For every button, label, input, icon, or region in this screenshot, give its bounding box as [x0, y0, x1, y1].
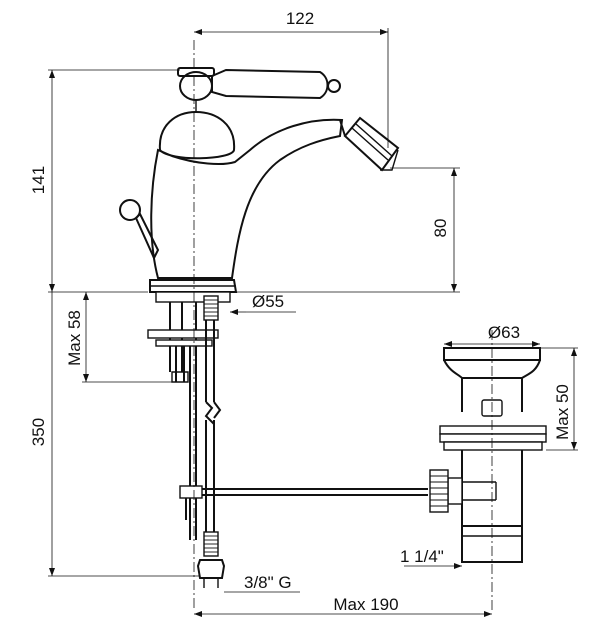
dim-waste-thread: 1 1/4" [400, 547, 444, 566]
hose-thread-top [203, 295, 219, 321]
dim-flexible-length: 350 [29, 418, 48, 446]
dim-max-reach: Max 190 [333, 595, 398, 614]
dim-base-diameter: Ø55 [252, 292, 284, 311]
dim-spout-height: 80 [431, 219, 450, 238]
dim-max-thickness: Max 58 [65, 310, 84, 366]
dim-inlet-thread: 3/8" G [244, 573, 292, 592]
fixing-assembly [147, 291, 231, 588]
popup-knob [119, 199, 160, 261]
dimension-lines [48, 28, 578, 617]
dim-height-total: 141 [29, 166, 48, 194]
center-lines [193, 40, 493, 610]
spout-aerator [339, 116, 400, 172]
popup-waste [429, 347, 547, 563]
inlet-nut [196, 559, 226, 579]
flexible-hose-right [204, 310, 222, 532]
dimension-labels: 122 141 80 Ø55 Max 58 350 Ø63 Max 50 1 1… [29, 9, 572, 614]
hose-thread-bottom [203, 531, 219, 557]
dim-waste-max-height: Max 50 [553, 384, 572, 440]
popup-rod [179, 485, 428, 520]
flexible-hose-left [189, 346, 197, 540]
dim-waste-diameter: Ø63 [488, 323, 520, 342]
mixer-body [149, 110, 400, 293]
lever-handle [177, 67, 341, 112]
dim-width-top: 122 [286, 9, 314, 28]
